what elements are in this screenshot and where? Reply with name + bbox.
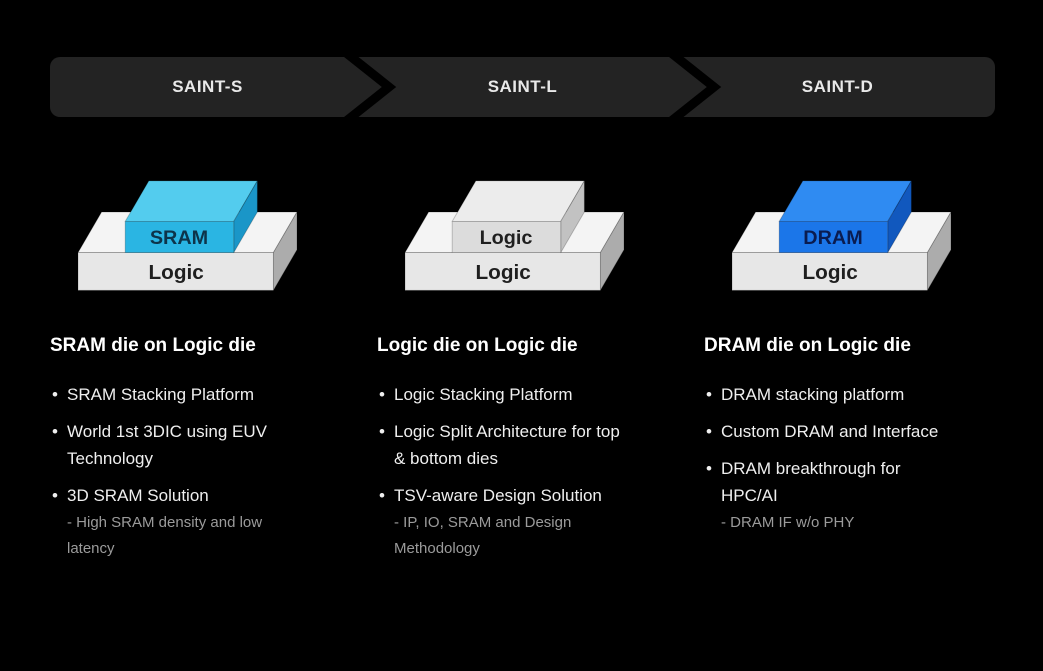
column-heading: DRAM die on Logic die: [704, 335, 911, 356]
column-saint-s: SRAM Logic SRAM die on Logic die SRAM St…: [50, 160, 341, 572]
process-stages-banner: SAINT-S SAINT-L SAINT-D: [50, 57, 995, 117]
banner-stage-label: SAINT-D: [801, 77, 874, 96]
bullet-item: SRAM Stacking Platform: [50, 381, 300, 408]
chip-label: SRAM: [149, 227, 207, 249]
bullet-item: World 1st 3DIC using EUV Technology: [50, 418, 300, 472]
bullet-text: Logic Stacking Platform: [394, 385, 573, 404]
sub-bullet-text: - IP, IO, SRAM and Design Methodology: [394, 514, 572, 557]
banner-stage-label: SAINT-S: [172, 77, 243, 96]
bullet-item: DRAM stacking platform: [704, 381, 954, 408]
bullet-text: World 1st 3DIC using EUV Technology: [67, 422, 267, 468]
banner-stage-saint-l: SAINT-L: [365, 57, 680, 117]
bullet-text: Custom DRAM and Interface: [721, 422, 939, 441]
base-label: Logic: [475, 261, 530, 284]
column-heading: Logic die on Logic die: [377, 335, 578, 356]
chevron-separator-icon: [344, 57, 397, 117]
chevron-separator-icon: [669, 57, 722, 117]
bullet-item: Logic Split Architecture for top & botto…: [377, 418, 627, 472]
bullet-list: SRAM Stacking Platform World 1st 3DIC us…: [50, 381, 341, 562]
chip-label: Logic: [479, 227, 532, 249]
sram-on-logic-illustration: SRAM Logic: [77, 180, 297, 291]
bullet-list: DRAM stacking platform Custom DRAM and I…: [704, 381, 995, 536]
content-columns: SRAM Logic SRAM die on Logic die SRAM St…: [50, 160, 995, 572]
base-label: Logic: [148, 261, 203, 284]
banner-stage-saint-s: SAINT-S: [50, 57, 365, 117]
bullet-item: Custom DRAM and Interface: [704, 418, 954, 445]
column-saint-d: DRAM Logic DRAM die on Logic die DRAM st…: [704, 160, 995, 572]
logic-on-logic-illustration: Logic Logic: [404, 180, 624, 291]
chip-front-face: [124, 220, 234, 254]
bullet-text: SRAM Stacking Platform: [67, 385, 255, 404]
banner-stage-label: SAINT-L: [487, 77, 558, 96]
banner-labels: SAINT-S SAINT-L SAINT-D: [50, 57, 995, 117]
sub-bullet-text: - DRAM IF w/o PHY: [721, 514, 855, 531]
sub-bullet-text: - High SRAM density and low latency: [67, 514, 263, 557]
dram-on-logic-illustration: DRAM Logic: [731, 180, 951, 291]
banner-stage-saint-d: SAINT-D: [680, 57, 995, 117]
column-heading: SRAM die on Logic die: [50, 335, 256, 356]
chip-front-face: [778, 220, 888, 254]
bullet-text: TSV-aware Design Solution: [394, 486, 602, 505]
bullet-text: DRAM stacking platform: [721, 385, 905, 404]
bullet-item: TSV-aware Design Solution - IP, IO, SRAM…: [377, 482, 627, 562]
slide: { "colors": { "page_bg": "#000000", "ban…: [0, 57, 1043, 671]
bullet-item: Logic Stacking Platform: [377, 381, 627, 408]
base-label: Logic: [802, 261, 857, 284]
bullet-text: 3D SRAM Solution: [67, 486, 209, 505]
bullet-text: DRAM breakthrough for HPC/AI: [721, 459, 901, 505]
chip-front-face: [451, 220, 561, 254]
chip-label: DRAM: [803, 227, 862, 249]
bullet-item: 3D SRAM Solution - High SRAM density and…: [50, 482, 300, 562]
column-saint-l: Logic Logic Logic die on Logic die Logic…: [377, 160, 668, 572]
bullet-text: Logic Split Architecture for top & botto…: [394, 422, 620, 468]
banner-chevron-separators: [344, 57, 722, 117]
bullet-list: Logic Stacking Platform Logic Split Arch…: [377, 381, 668, 562]
bullet-item: DRAM breakthrough for HPC/AI - DRAM IF w…: [704, 455, 954, 536]
